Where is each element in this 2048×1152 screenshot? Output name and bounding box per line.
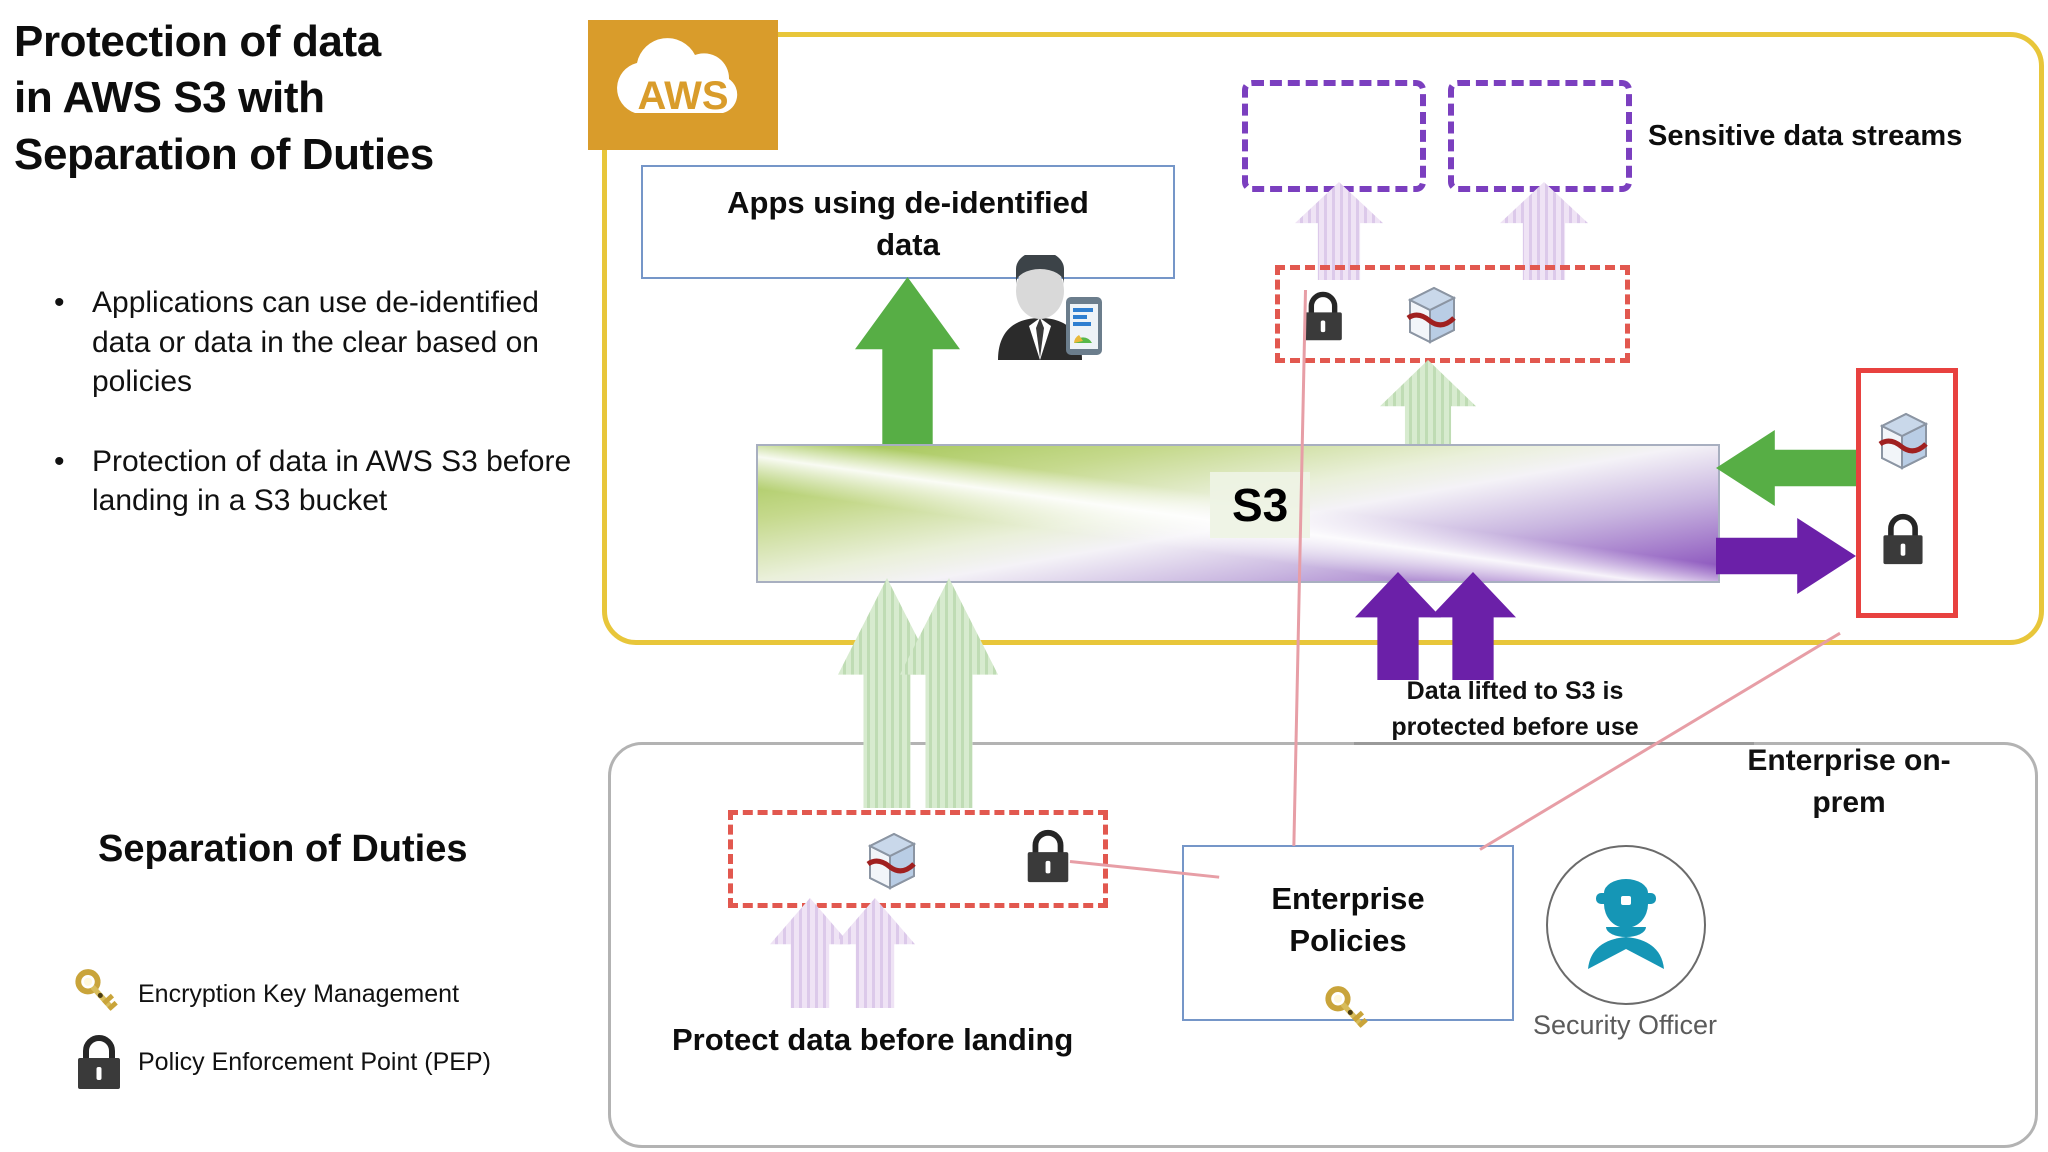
svg-text:AWS: AWS [637, 74, 728, 118]
s3-label: S3 [1210, 472, 1311, 538]
on-prem-pep-zone [728, 810, 1108, 908]
page-title-line-1: Protection of data [14, 17, 381, 66]
policies-box-line-2: Policies [1289, 923, 1407, 958]
sensitive-stream-box-1 [1242, 80, 1426, 192]
legend-label: Encryption Key Management [138, 979, 460, 1008]
legend: Encryption Key Management Policy Enforce… [60, 960, 580, 1096]
apps-using-deidentified-data-box: Apps using de-identified data [641, 165, 1175, 279]
key-icon [1318, 980, 1380, 1042]
sensitive-stream-box-2 [1448, 80, 1632, 192]
data-lifted-note-line-1: Data lifted to S3 is [1406, 677, 1624, 705]
legend-item-key: Encryption Key Management [60, 960, 580, 1028]
separation-of-duties-heading: Separation of Duties [98, 828, 468, 870]
list-item: • Protection of data in AWS S3 before la… [40, 442, 600, 521]
bullet-text: Protection of data in AWS S3 before land… [92, 444, 572, 518]
enterprise-on-prem-label: Enterprise on- prem [1736, 740, 1962, 824]
padlock-icon [1297, 288, 1349, 344]
data-lifted-note: Data lifted to S3 is protected before us… [1355, 674, 1675, 745]
on-prem-label-line-1: Enterprise on- [1747, 744, 1951, 777]
apps-box-line-1: Apps using de-identified [727, 185, 1089, 220]
padlock-icon [1876, 510, 1930, 568]
on-prem-top-divider [1354, 742, 1754, 745]
page-title: Protection of data in AWS S3 with Separa… [14, 14, 594, 183]
s3-storage-bar: S3 [756, 444, 1720, 583]
security-officer-avatar [1546, 845, 1706, 1005]
on-prem-pep-box [1856, 368, 1958, 618]
data-lifted-note-line-2: protected before use [1391, 712, 1639, 741]
secured-package-icon [1872, 408, 1934, 474]
protect-data-before-landing-label: Protect data before landing [672, 1022, 1074, 1057]
padlock-icon [1020, 826, 1076, 886]
bullet-text: Applications can use de-identified data … [92, 286, 539, 399]
aws-cloud-boundary [602, 32, 2044, 645]
list-item: • Applications can use de-identified dat… [40, 283, 600, 402]
apps-box-line-2: data [876, 227, 940, 262]
bullet-marker: • [54, 286, 65, 319]
cloud-pep-zone [1275, 265, 1630, 363]
page-title-line-3: Separation of Duties [14, 129, 434, 179]
key-icon [60, 963, 138, 1025]
security-officer-icon [1588, 879, 1664, 969]
secured-package-icon [1400, 282, 1462, 348]
enterprise-on-prem-boundary [608, 742, 2038, 1148]
secured-package-icon [860, 828, 922, 894]
security-officer-caption: Security Officer [1532, 1010, 1718, 1040]
padlock-icon [60, 1031, 138, 1093]
legend-item-pep: Policy Enforcement Point (PEP) [60, 1028, 580, 1096]
aws-cloud-icon: AWS [588, 20, 778, 150]
legend-label: Policy Enforcement Point (PEP) [138, 1047, 491, 1076]
bullet-marker: • [54, 444, 65, 478]
policies-box-line-1: Enterprise [1271, 881, 1425, 916]
businessman-with-phone-icon [978, 251, 1108, 360]
page-title-line-2: in AWS S3 with [14, 73, 325, 123]
on-prem-label-line-2: prem [1812, 786, 1886, 819]
sensitive-data-streams-label: Sensitive data streams [1648, 120, 1963, 152]
bullet-list: • Applications can use de-identified dat… [40, 283, 600, 561]
